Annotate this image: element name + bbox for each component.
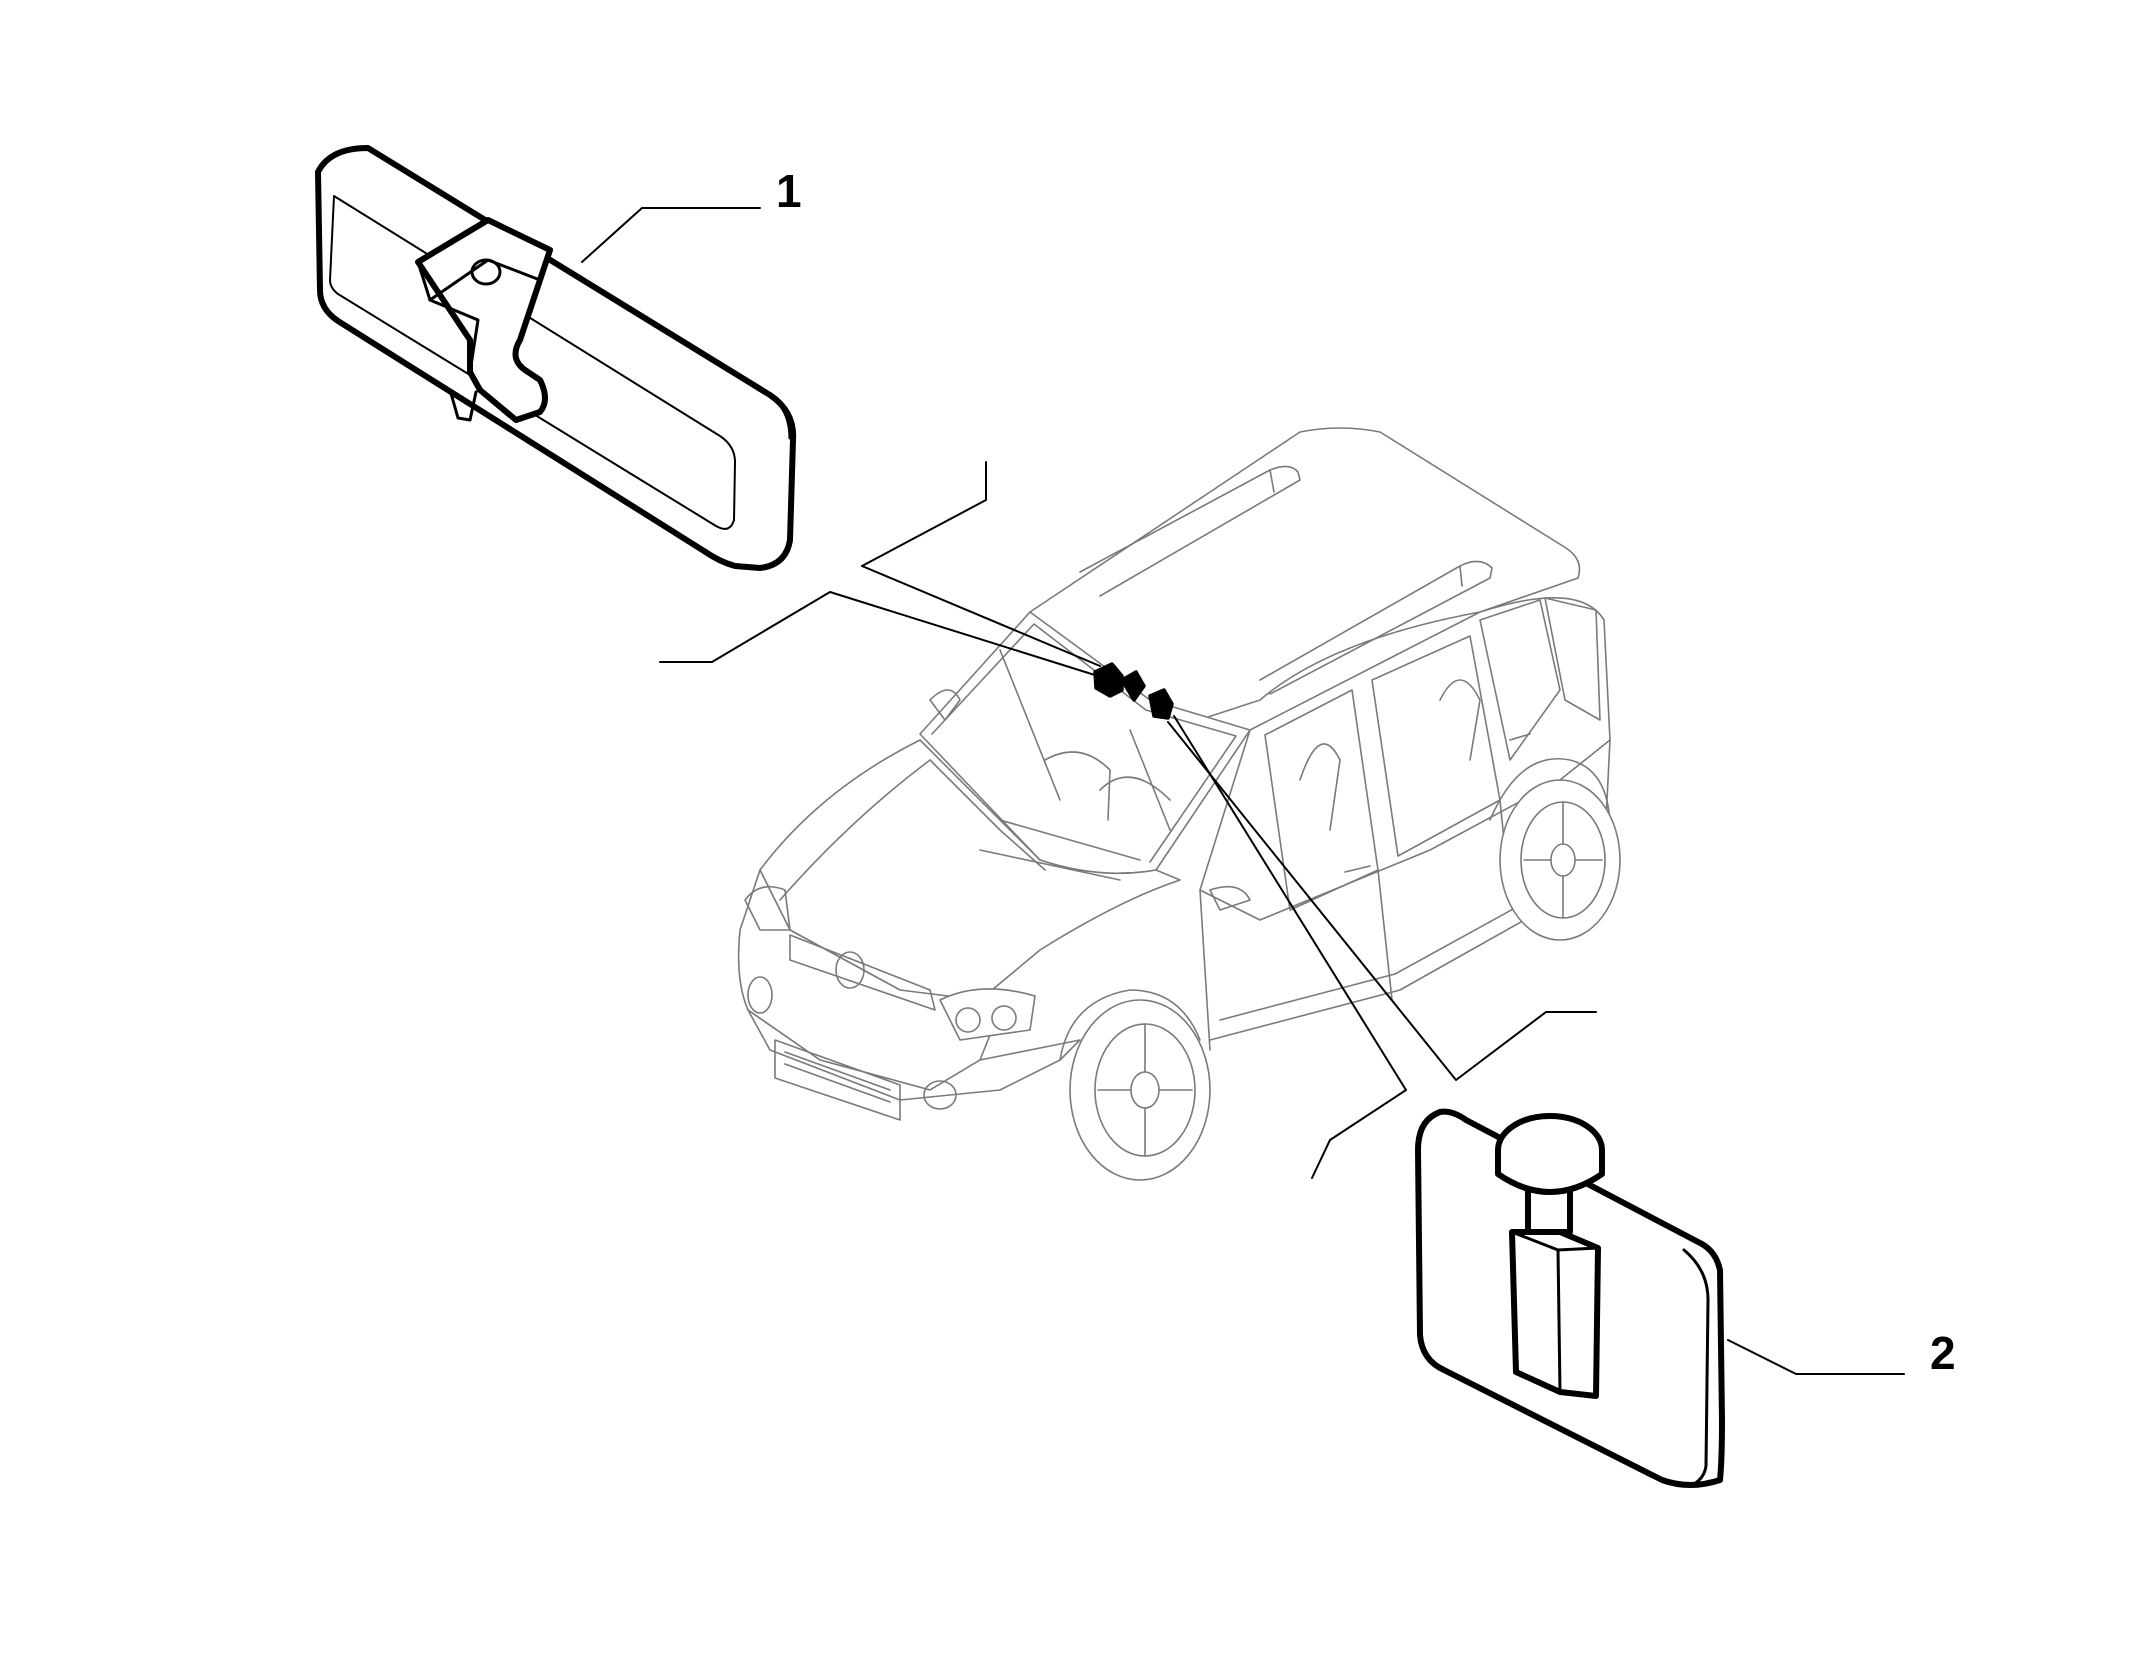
rear-view-mirror-icon[interactable]: [315, 145, 797, 571]
projection-lines: [659, 461, 1597, 1179]
callout-number-1: 1: [776, 165, 802, 217]
vanity-mirror-icon[interactable]: [1415, 1108, 1725, 1488]
leader-line-1: [581, 207, 761, 263]
callout-number-2: 2: [1930, 1327, 1956, 1379]
car-illustration: [737, 427, 1621, 1181]
leader-line-2: [1727, 1339, 1905, 1375]
